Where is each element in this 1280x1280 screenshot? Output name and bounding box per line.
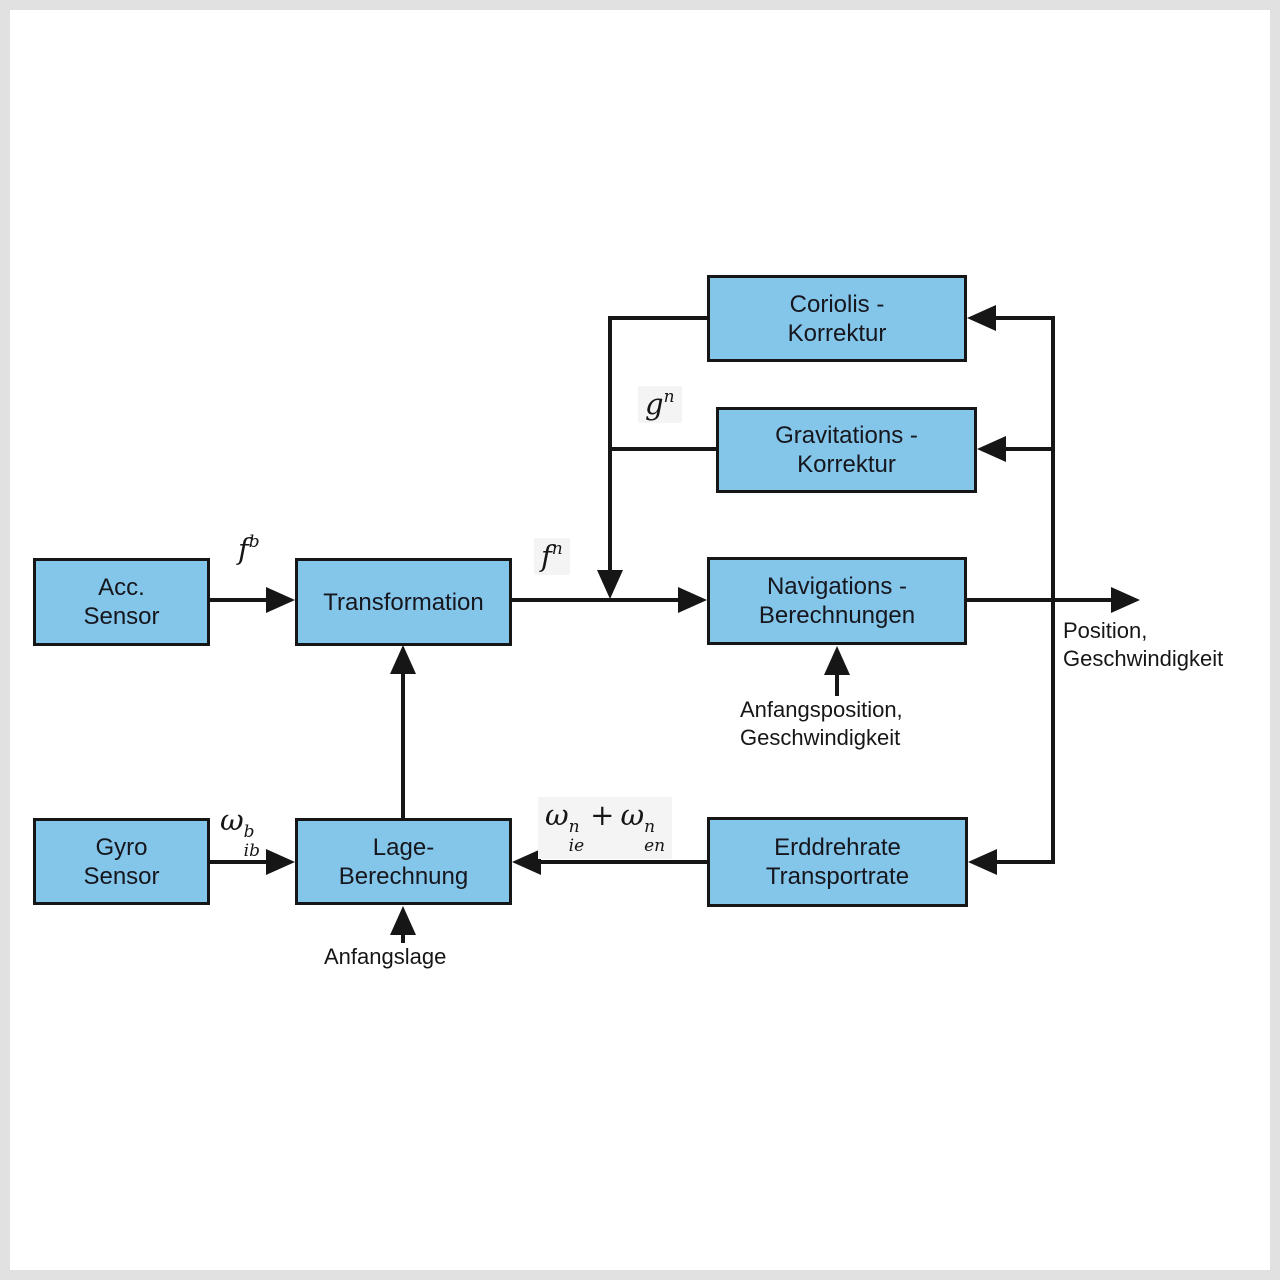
- box-gyro-line1: Gyro: [95, 833, 148, 861]
- label-omega-ib-base: ω: [220, 803, 244, 837]
- box-coriolis-line1: Coriolis -: [789, 290, 885, 318]
- arrow-feedback-to-gravitation-head: [977, 436, 1006, 462]
- line-coriolis-left-connector: [608, 316, 707, 320]
- box-coriolis-korrektur: Coriolis - Korrektur: [707, 275, 967, 362]
- box-acc-sensor-line1: Acc.: [98, 574, 145, 601]
- box-gravitation-line2: Korrektur: [797, 451, 896, 478]
- line-gravitation-left-connector: [608, 447, 716, 451]
- arrow-acc-to-transformation-shaft: [210, 598, 270, 602]
- label-f-n-sup: n: [551, 539, 563, 559]
- label-f-b-sup: b: [248, 532, 260, 552]
- label-omega-ie-sub: ie: [568, 835, 585, 856]
- arrow-navigation-output-shaft: [967, 598, 1113, 602]
- arrow-transformation-to-navigation-head: [678, 587, 707, 613]
- box-gyro-sensor: Gyro Sensor: [33, 818, 210, 905]
- label-anfangslage: Anfangslage: [324, 943, 446, 971]
- box-erddrehrate-transportrate: Erddrehrate Transportrate: [707, 817, 968, 907]
- arrow-erddrehrate-to-lage-shaft: [539, 860, 708, 864]
- box-erddrehrate-line2: Transportrate: [765, 863, 910, 890]
- arrow-transformation-to-navigation-shaft: [512, 598, 682, 602]
- box-lage-line2: Berechnung: [338, 862, 469, 890]
- label-omega-en-base: ω: [620, 798, 645, 832]
- arrow-lage-to-transformation-head: [390, 645, 416, 674]
- arrow-erddrehrate-to-lage-head: [512, 849, 541, 875]
- box-erddrehrate-line1: Erddrehrate: [774, 834, 901, 861]
- box-navigations-berechnungen: Navigations - Berechnungen: [707, 557, 967, 645]
- box-gravitations-korrektur: Gravitations - Korrektur: [716, 407, 977, 493]
- arrow-feedback-to-coriolis-head: [967, 305, 996, 331]
- label-g-n-sup: n: [663, 387, 675, 407]
- label-omega-ie-base: ω: [545, 798, 569, 832]
- arrow-anfangslage-head: [390, 906, 416, 935]
- arrow-gyro-to-lage-head: [266, 849, 295, 875]
- label-g-n-base: g: [645, 387, 664, 421]
- label-f-b-base: f: [238, 532, 249, 566]
- label-output-line1: Position,: [1063, 618, 1148, 643]
- label-omega-en-sup: n: [644, 817, 656, 837]
- arrow-anfangsposition-head: [824, 646, 850, 675]
- box-gravitation-line1: Gravitations -: [775, 422, 918, 449]
- arrow-feedback-to-erddrehrate-shaft: [996, 860, 1053, 864]
- label-g-n: gn: [638, 386, 682, 423]
- label-anfangslage-text: Anfangslage: [324, 944, 447, 969]
- box-lage-berechnung: Lage- Berechnung: [295, 818, 512, 905]
- label-anfangsposition-line1: Anfangsposition,: [740, 697, 903, 722]
- box-gyro-line2: Sensor: [83, 862, 160, 890]
- label-omega-ib-sup: b: [243, 822, 255, 842]
- arrow-gyro-to-lage-shaft: [210, 860, 270, 864]
- box-acc-sensor: Acc. Sensor: [33, 558, 210, 646]
- line-feedback-vertical: [1051, 316, 1055, 864]
- arrow-lage-to-transformation-shaft: [401, 673, 405, 820]
- label-omega-ie-sup: n: [568, 817, 580, 837]
- label-plus-sign: +: [590, 798, 615, 832]
- arrow-navigation-output-head: [1111, 587, 1140, 613]
- arrow-feedback-to-gravitation-shaft: [1005, 447, 1053, 451]
- box-navigation-line2: Berechnungen: [758, 602, 916, 629]
- box-transformation: Transformation: [295, 558, 512, 646]
- arrow-correction-junction-head: [597, 570, 623, 599]
- label-output-position: Position, Geschwindigkeit: [1063, 617, 1223, 673]
- label-f-n-base: f: [541, 539, 552, 573]
- arrow-feedback-to-erddrehrate-head: [968, 849, 997, 875]
- arrow-anfangslage-shaft: [401, 932, 405, 943]
- arrow-feedback-to-coriolis-shaft: [994, 316, 1053, 320]
- label-f-b: fb: [238, 532, 260, 566]
- label-output-line2: Geschwindigkeit: [1063, 646, 1224, 671]
- label-anfangsposition-line2: Geschwindigkeit: [740, 725, 901, 750]
- box-lage-line1: Lage-: [372, 833, 435, 861]
- label-omega-en-sub: en: [644, 835, 666, 856]
- arrow-acc-to-transformation-head: [266, 587, 295, 613]
- box-acc-sensor-line2: Sensor: [83, 603, 160, 630]
- arrow-anfangsposition-shaft: [835, 674, 839, 696]
- line-correction-junction-vertical: [608, 316, 612, 572]
- label-f-n: fn: [534, 538, 570, 575]
- box-coriolis-line2: Korrektur: [787, 319, 887, 347]
- label-omega-ib-sub: ib: [243, 840, 260, 861]
- box-transformation-line1: Transformation: [323, 588, 484, 616]
- box-navigation-line1: Navigations -: [766, 573, 908, 600]
- label-anfangsposition: Anfangsposition, Geschwindigkeit: [740, 696, 903, 752]
